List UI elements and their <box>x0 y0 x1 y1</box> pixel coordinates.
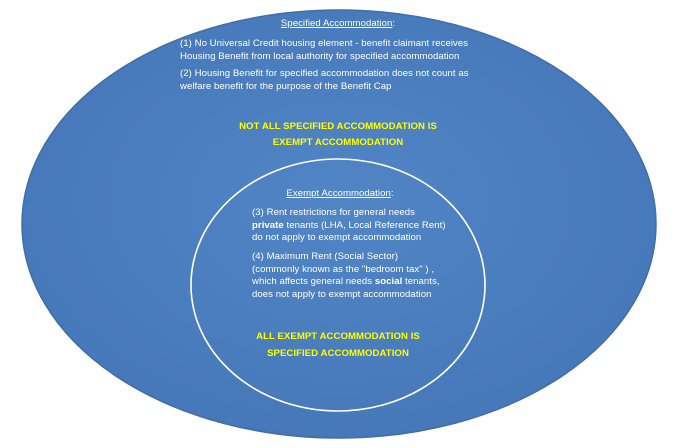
exempt-accommodation-heading: Exempt Accommodation: <box>286 188 394 199</box>
point-2: (2) Housing Benefit for specified accomm… <box>180 68 469 92</box>
point-4: (4) Maximum Rent (Social Sector) (common… <box>252 251 440 300</box>
exempt-accommodation-title: Exempt Accommodation <box>286 188 391 199</box>
specified-accommodation-heading: Specified Accommodation: <box>280 18 396 29</box>
all-exempt-specified-note: ALL EXEMPT ACCOMMODATION IS SPECIFIED AC… <box>256 331 420 359</box>
specified-accommodation-title: Specified Accommodation <box>280 18 393 29</box>
point-3: (3) Rent restrictions for general needs … <box>252 207 446 243</box>
point-1: (1) No Universal Credit housing element … <box>180 38 469 62</box>
exempt-accommodation-circle <box>190 158 486 412</box>
not-all-specified-exempt-note: NOT ALL SPECIFIED ACCOMMODATION IS EXEMP… <box>239 121 437 148</box>
specified-accommodation-ellipse <box>21 9 657 439</box>
